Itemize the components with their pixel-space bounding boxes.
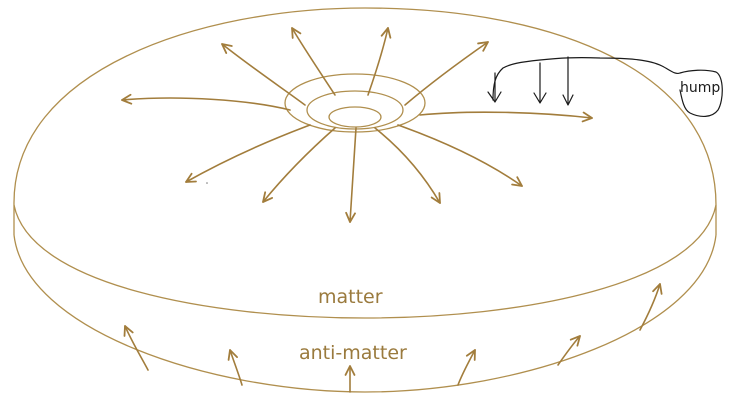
arrow-rim-1: [123, 325, 149, 371]
arrow-down-far-right: [397, 124, 523, 187]
funnel-ring-outer: [284, 73, 426, 133]
anti-matter-label: anti-matter: [299, 342, 407, 364]
arrow-down-far-left: [185, 124, 311, 183]
disk-outline: [13, 7, 717, 393]
funnel-ring-middle: [306, 90, 404, 130]
matter-label: matter: [318, 286, 383, 308]
arrow-rim-5: [557, 335, 581, 366]
disk-top-front-edge: [13, 204, 717, 319]
matter-flow-arrows: [121, 27, 593, 223]
hump-outline: [492, 57, 723, 117]
hump-arrowhead-1: [487, 91, 502, 103]
arrow-down-right: [374, 127, 441, 204]
funnel-ring-inner: [328, 106, 382, 128]
arrow-rim-6: [639, 283, 663, 331]
disk-bottom-edge: [13, 234, 717, 393]
anti-matter-flow-arrows: [123, 283, 663, 393]
arrow-right: [419, 111, 593, 123]
arrow-up-right: [404, 41, 489, 106]
hump-arrowhead-3: [562, 94, 574, 106]
hump-annotation: hump: [487, 56, 723, 117]
arrow-up-center-left: [291, 27, 336, 96]
arrow-rim-2: [227, 349, 243, 386]
arrow-up-center-right: [367, 27, 392, 96]
hump-label: hump: [680, 80, 720, 96]
disk-top-ellipse: [13, 7, 717, 206]
arrow-rim-4: [457, 349, 476, 386]
arrow-down-center: [345, 127, 357, 223]
hump-arrowhead-2: [533, 92, 547, 104]
arrow-left: [121, 93, 291, 111]
central-funnel: [284, 73, 426, 133]
arrow-down-left: [262, 127, 336, 203]
speck: [206, 182, 208, 184]
arrow-up-left: [221, 43, 306, 106]
